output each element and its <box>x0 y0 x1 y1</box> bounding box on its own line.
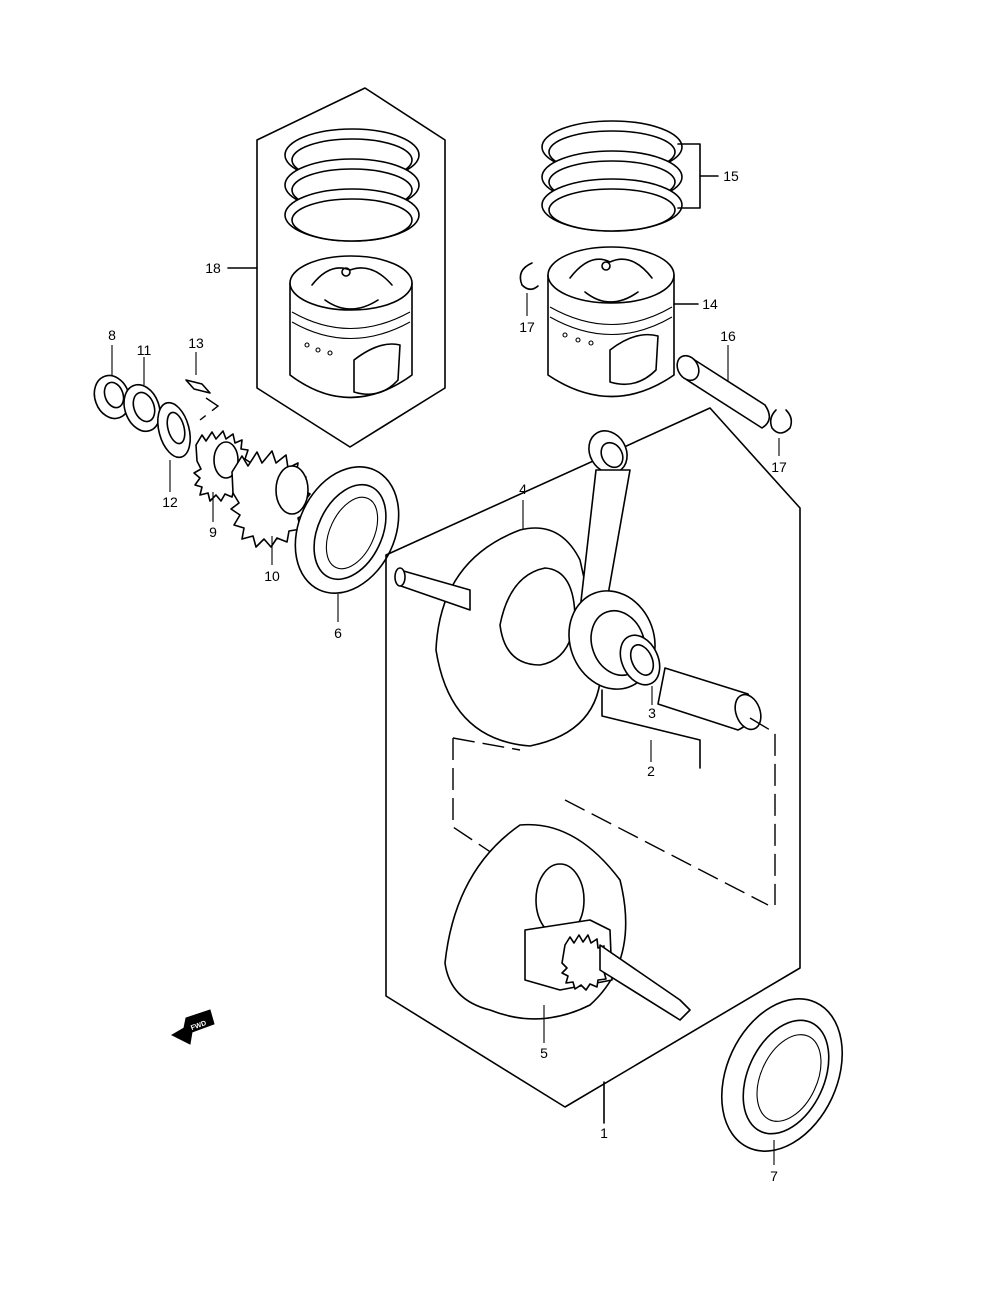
piston-ring-set-15 <box>541 120 719 232</box>
callout-16: 16 <box>720 328 736 344</box>
needle-bearing-3 <box>619 634 661 705</box>
callout-3: 3 <box>648 705 656 721</box>
oil-seal-8 <box>93 345 131 420</box>
callout-2: 2 <box>647 763 655 779</box>
callout-11: 11 <box>137 342 152 358</box>
callout-13: 13 <box>188 335 204 351</box>
spacer-11 <box>123 357 161 433</box>
callout-4: 4 <box>519 481 527 497</box>
callout-6: 6 <box>334 625 342 641</box>
crank-web-4 <box>394 500 602 747</box>
bearing-7 <box>720 998 844 1165</box>
callout-7: 7 <box>770 1168 778 1184</box>
bearing-6 <box>294 466 400 622</box>
callout-17-left: 17 <box>519 319 535 335</box>
washer-12 <box>156 401 192 492</box>
circlip-17-right <box>769 409 793 456</box>
piston-pin-16 <box>676 345 771 429</box>
piston-set-18 <box>227 87 446 448</box>
crank-web-5 <box>444 823 691 1043</box>
callout-17-right: 17 <box>771 459 787 475</box>
callout-9: 9 <box>209 524 217 540</box>
circlip-17-left <box>519 262 539 316</box>
gear-10 <box>230 450 311 565</box>
callout-15: 15 <box>723 168 739 184</box>
crankshaft-assembly-1 <box>385 407 801 1124</box>
callout-1: 1 <box>600 1125 608 1141</box>
callout-5: 5 <box>540 1045 548 1061</box>
callout-8: 8 <box>108 327 116 343</box>
callout-12: 12 <box>162 494 178 510</box>
assembly-guides <box>452 717 776 906</box>
callout-10: 10 <box>264 568 280 584</box>
callout-18: 18 <box>205 260 221 276</box>
forward-arrow-icon: FWD <box>170 1009 215 1045</box>
callout-14: 14 <box>702 296 718 312</box>
key-13 <box>185 352 220 421</box>
piston-14 <box>547 246 699 398</box>
